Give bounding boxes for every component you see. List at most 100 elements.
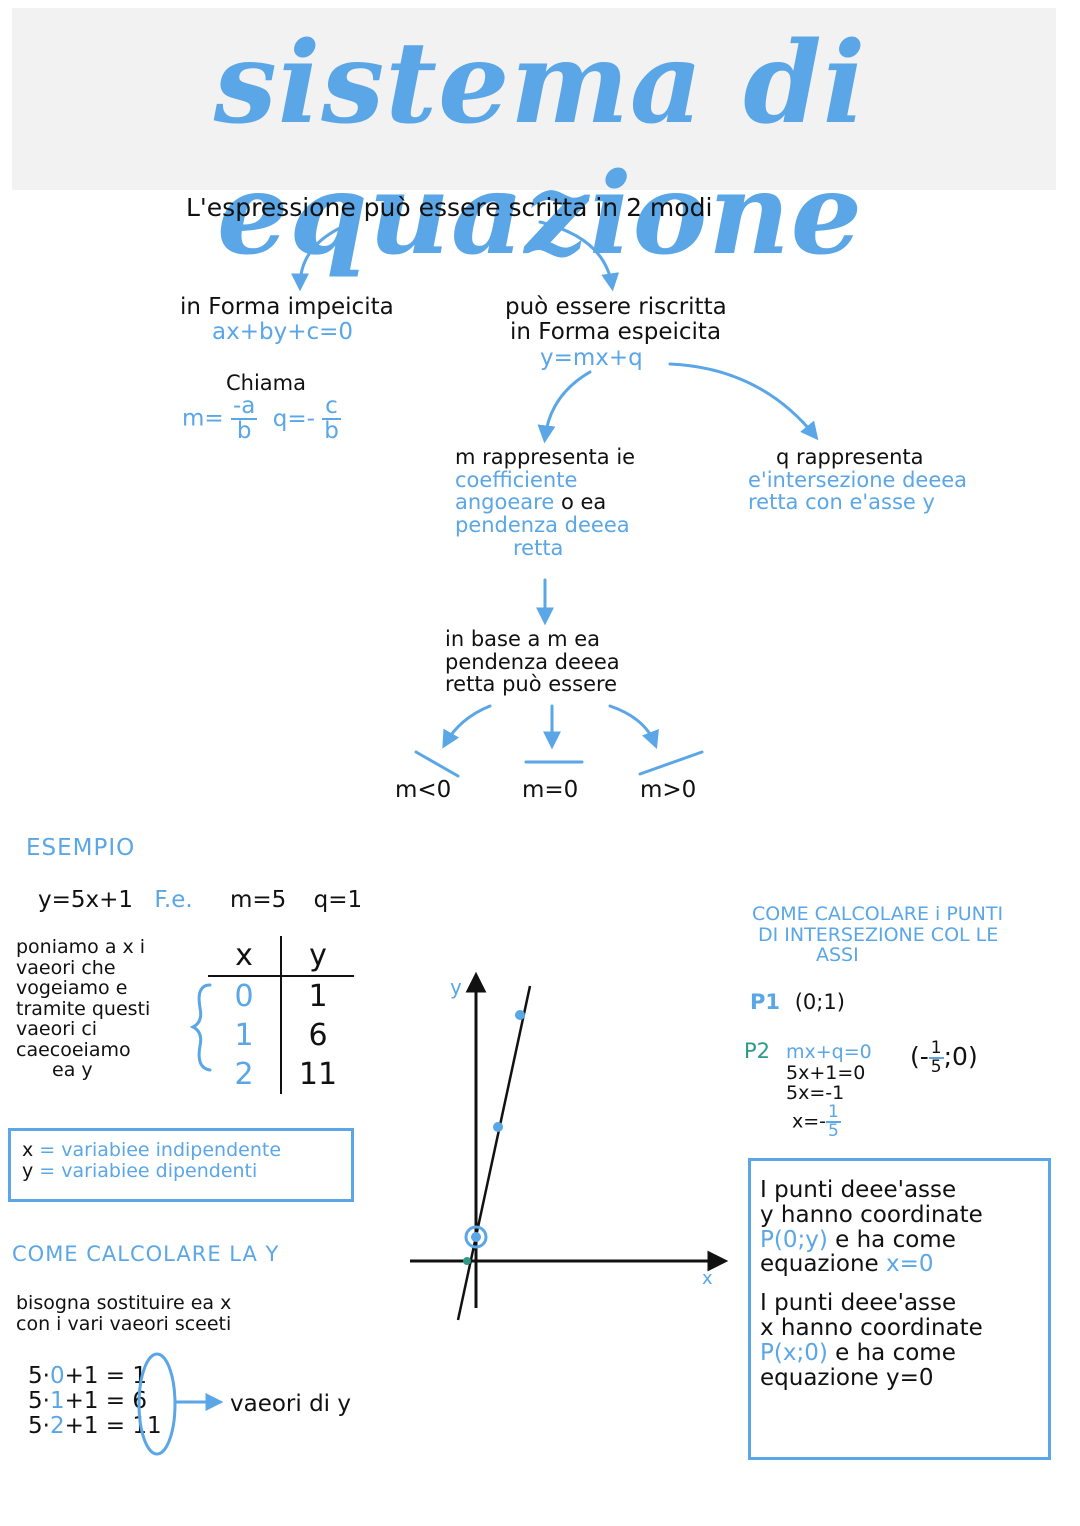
intersections-heading3: ASSI: [816, 944, 859, 967]
graph-point: [493, 1122, 503, 1132]
x-var-symbol: x: [22, 1139, 34, 1161]
axes-x-line3: e ha come: [835, 1339, 956, 1366]
example-desc-line: vaeori che: [16, 956, 116, 979]
slope-case-zero: m=0: [522, 777, 579, 803]
axes-y-line1: I punti deee'asse: [760, 1177, 957, 1203]
calc-row-x: 0: [49, 1363, 65, 1389]
axes-box-text: I punti deee'asse y hanno coordinate P(0…: [760, 1178, 983, 1391]
example-equation: y=5x+1: [38, 887, 134, 913]
example-fe: F.e.: [154, 887, 193, 913]
axes-x-point: P(x;0): [760, 1339, 828, 1366]
arrow-to-m-meaning: [537, 370, 592, 444]
axes-y-point: P(0;y): [760, 1226, 828, 1253]
table-cell-y: 1: [308, 979, 328, 1014]
slope-positive-icon: [638, 750, 704, 776]
slope-case-negative: m<0: [395, 777, 452, 803]
axes-x-line4: equazione y=0: [760, 1364, 934, 1391]
q-label: q=-: [272, 405, 315, 432]
intro-text: L'espressione può essere scritta in 2 mo…: [186, 193, 713, 222]
m-den: b: [236, 418, 252, 444]
title-band: [12, 8, 1056, 190]
graph-x-label: x: [702, 1268, 713, 1289]
q-num: c: [322, 395, 341, 420]
calc-y-heading: COME CALCOLARE LA Y: [12, 1242, 280, 1266]
arrow-to-explicit: [538, 220, 620, 292]
explicit-line1: può essere riscritta: [505, 294, 727, 320]
p1-coords: (0;1): [794, 990, 845, 1014]
y-var-symbol: y: [22, 1159, 34, 1182]
variables-text: x = variabiee indipendente y = variabiee…: [22, 1140, 281, 1181]
graph-intercept-ring: [464, 1225, 488, 1249]
graph-y-label: y: [450, 975, 462, 999]
p2-step1: mx+q=0: [786, 1041, 872, 1063]
p2-step3: 5x=-1: [786, 1082, 845, 1105]
axes-y-line3: e ha come: [835, 1226, 956, 1253]
y-var-desc: = variabiee dipendenti: [39, 1159, 258, 1182]
p2-label: P2: [744, 1039, 771, 1063]
arrow-slope-negative: [442, 704, 492, 749]
calc-row-y: 11: [132, 1412, 162, 1439]
graph-point: [515, 1010, 525, 1020]
slope-negative-icon: [414, 750, 460, 778]
q-meaning-line3: retta con e'asse y: [748, 490, 935, 515]
m-meaning-line4: pendenza deeea: [455, 513, 630, 538]
table-header-x: x: [208, 936, 282, 977]
table-header-row: x y: [208, 936, 354, 977]
m-num: -a: [231, 393, 258, 420]
line-graph: y x: [410, 971, 729, 1321]
calc-y-line1: bisogna sostituire ea x: [16, 1292, 232, 1314]
m-meaning: m rappresenta ie coefficiente angoeare o…: [455, 446, 635, 559]
m-label: m=: [182, 405, 224, 432]
p2-result-close: ;0): [943, 1042, 978, 1071]
calc-row-pre: 5·: [28, 1412, 50, 1439]
m-meaning-line1: m rappresenta ie: [455, 445, 636, 469]
example-desc-line: ea y: [52, 1059, 93, 1082]
frac-den: 5: [828, 1120, 839, 1141]
intersections-heading2: DI INTERSEZIONE COL LE: [758, 923, 999, 946]
table-row: 1 6: [208, 1016, 354, 1055]
p2-result-open: (-: [910, 1042, 929, 1071]
table-cell-x: 2: [208, 1055, 282, 1094]
x-var-desc: = variabiee indipendente: [39, 1139, 282, 1161]
frac-num: 1: [928, 1038, 944, 1059]
axes-y-line2: y hanno coordinate: [760, 1201, 983, 1228]
axes-y-eq: x=0: [886, 1251, 934, 1278]
calc-y-arrow-label: vaeori di y: [230, 1391, 351, 1417]
m-meaning-line5: retta: [513, 535, 564, 560]
table-cell-y: 11: [298, 1057, 338, 1092]
calc-y-text: bisogna sostituire ea x con i vari vaeor…: [16, 1293, 231, 1334]
table-brace-icon: [189, 983, 212, 1072]
calc-row-x: 1: [49, 1387, 65, 1414]
implicit-formula: ax+by+c=0: [212, 319, 354, 345]
y-values-ellipse-icon: [137, 1352, 177, 1456]
example-heading: ESEMPIO: [26, 835, 136, 861]
example-desc-line: tramite questi: [16, 997, 151, 1020]
example-desc: poniamo a x i vaeori che vogeiamo e tram…: [16, 937, 150, 1081]
calc-row-post: +1 =: [64, 1412, 126, 1439]
graph-point: [471, 1232, 481, 1242]
slope-line3: retta può essere: [445, 672, 618, 697]
variables-box: [8, 1128, 354, 1202]
m-meaning-line3b: o ea: [560, 490, 607, 515]
intersections-heading1: COME CALCOLARE i PUNTI: [752, 903, 1004, 925]
page-title: sistema di equazione: [213, 18, 867, 280]
frac-den: 5: [930, 1057, 942, 1077]
arrow-to-implicit: [291, 226, 342, 292]
xy-table: x y 0 1 1 6 2 11: [208, 936, 354, 1094]
explicit-formula: y=mx+q: [540, 345, 643, 371]
example-m: m=5: [229, 887, 287, 913]
implicit-label: in Forma impeicita: [180, 294, 394, 320]
calc-row-post: +1 =: [64, 1387, 126, 1414]
axes-x-line1: I punti deee'asse: [760, 1290, 957, 1317]
calc-row-x: 2: [49, 1412, 65, 1439]
slope-text: in base a m ea pendenza deeea retta può …: [445, 628, 620, 696]
table-header-y: y: [281, 936, 354, 977]
calc-y-rows: 5·0+1 = 1 5·1+1 = 6 5·2+1 = 11: [28, 1364, 162, 1438]
p2-step4: x=-: [792, 1110, 827, 1133]
intersections-heading: COME CALCOLARE i PUNTI DI INTERSEZIONE C…: [752, 904, 1003, 966]
